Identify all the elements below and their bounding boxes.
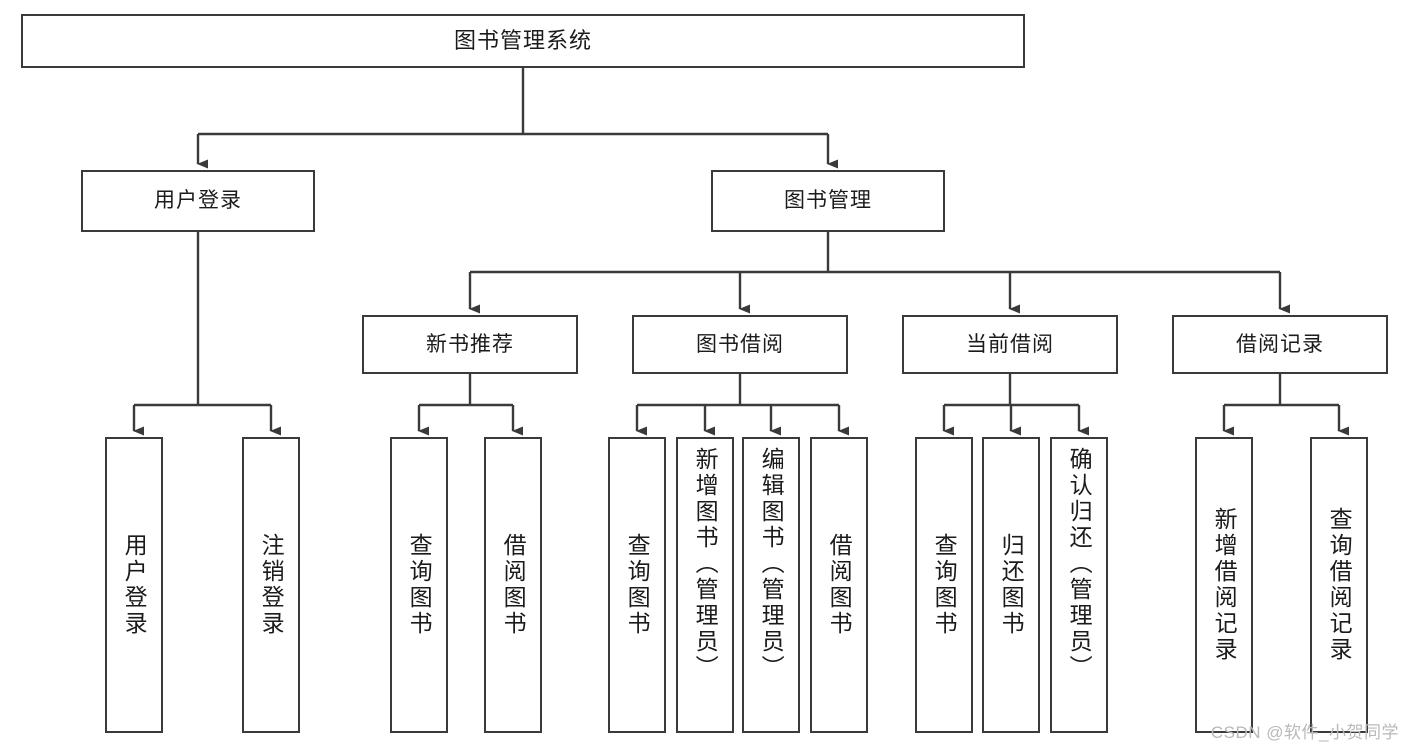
node-book-management-label: 图书管理 [784, 189, 872, 213]
leaf-user-login-label: 用户登录 [121, 533, 148, 637]
leaf-borrow-book-recommend[interactable]: 借阅图书 [484, 437, 542, 733]
node-book-borrow[interactable]: 图书借阅 [632, 315, 848, 374]
node-current-borrow-label: 当前借阅 [966, 332, 1054, 356]
leaf-confirm-return-admin-label: 确认归还（管理员） [1066, 447, 1093, 681]
leaf-return-book-label: 归还图书 [998, 533, 1025, 637]
node-borrow-record-label: 借阅记录 [1236, 332, 1324, 356]
leaf-edit-book-admin-label: 编辑图书（管理员） [758, 447, 785, 681]
leaf-borrow-book-label: 借阅图书 [826, 533, 853, 637]
leaf-logout-label: 注销登录 [258, 533, 285, 637]
node-new-book-recommend-label: 新书推荐 [426, 332, 514, 356]
node-current-borrow[interactable]: 当前借阅 [902, 315, 1118, 374]
node-book-management[interactable]: 图书管理 [711, 170, 945, 232]
leaf-add-book-admin-label: 新增图书（管理员） [692, 447, 719, 681]
leaf-logout[interactable]: 注销登录 [242, 437, 300, 733]
leaf-user-login[interactable]: 用户登录 [105, 437, 163, 733]
leaf-query-book-recommend-label: 查询图书 [406, 533, 433, 637]
node-user-login-label: 用户登录 [154, 189, 242, 213]
node-new-book-recommend[interactable]: 新书推荐 [362, 315, 578, 374]
node-user-login[interactable]: 用户登录 [81, 170, 315, 232]
leaf-query-book-current[interactable]: 查询图书 [915, 437, 973, 733]
leaf-add-borrow-record[interactable]: 新增借阅记录 [1195, 437, 1253, 733]
leaf-add-book-admin[interactable]: 新增图书（管理员） [676, 437, 734, 733]
leaf-add-borrow-record-label: 新增借阅记录 [1211, 507, 1238, 663]
node-borrow-record[interactable]: 借阅记录 [1172, 315, 1388, 374]
leaf-borrow-book[interactable]: 借阅图书 [810, 437, 868, 733]
leaf-confirm-return-admin[interactable]: 确认归还（管理员） [1050, 437, 1108, 733]
leaf-query-book-recommend[interactable]: 查询图书 [390, 437, 448, 733]
leaf-query-borrow-record[interactable]: 查询借阅记录 [1310, 437, 1368, 733]
node-root-label: 图书管理系统 [453, 28, 592, 54]
leaf-query-book-current-label: 查询图书 [931, 533, 958, 637]
leaf-edit-book-admin[interactable]: 编辑图书（管理员） [742, 437, 800, 733]
leaf-query-book-borrow[interactable]: 查询图书 [608, 437, 666, 733]
leaf-query-borrow-record-label: 查询借阅记录 [1326, 507, 1353, 663]
node-book-borrow-label: 图书借阅 [696, 332, 784, 356]
leaf-borrow-book-recommend-label: 借阅图书 [500, 533, 527, 637]
leaf-query-book-borrow-label: 查询图书 [624, 533, 651, 637]
leaf-return-book[interactable]: 归还图书 [982, 437, 1040, 733]
node-root[interactable]: 图书管理系统 [21, 14, 1025, 68]
